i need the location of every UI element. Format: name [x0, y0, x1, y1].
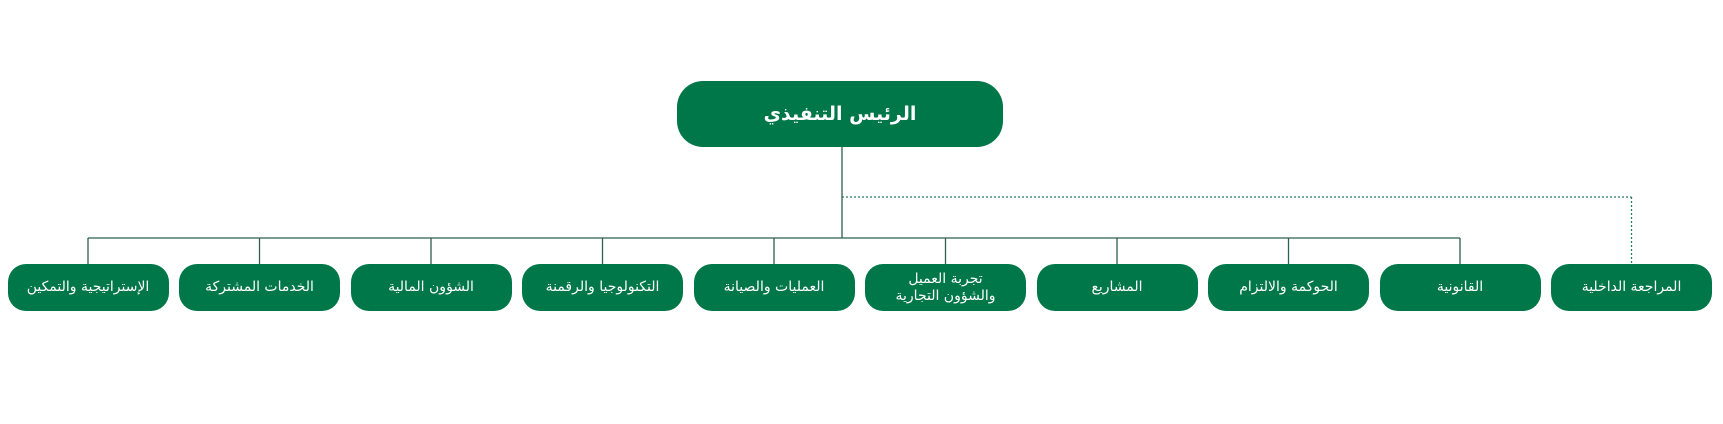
department-governance-compliance[interactable]: الحوكمة والالتزام	[1208, 264, 1369, 311]
department-projects[interactable]: المشاريع	[1036, 264, 1198, 311]
department-legal[interactable]: القانونية	[1379, 264, 1541, 311]
department-finance[interactable]: الشؤون المالية	[350, 264, 512, 311]
department-shared-services[interactable]: الخدمات المشتركة	[179, 264, 340, 311]
root-node-ceo[interactable]: الرئيس التنفيذي	[677, 81, 1003, 147]
department-strategy-enablement[interactable]: الإستراتيجية والتمكين	[7, 264, 169, 311]
department-internal-audit[interactable]: المراجعة الداخلية	[1551, 264, 1712, 311]
department-technology-digitalization[interactable]: التكنولوجيا والرقمنة	[522, 264, 683, 311]
department-customer-experience-commercial[interactable]: تجربة العميل والشؤون التجارية	[865, 264, 1026, 311]
department-operations-maintenance[interactable]: العمليات والصيانة	[693, 264, 855, 311]
